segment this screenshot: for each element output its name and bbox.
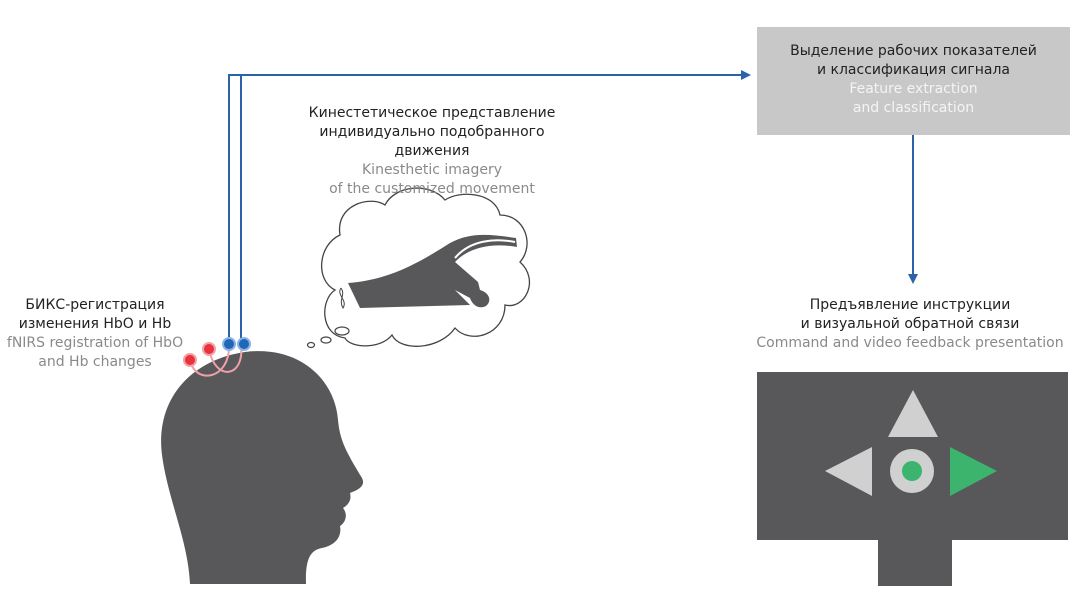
thought-dot-icon: [306, 341, 316, 349]
thought-dot-icon: [334, 326, 350, 336]
classification-label-en: Feature extraction: [849, 81, 978, 97]
fnirs-label-ru: изменения HbO и Hb: [18, 316, 172, 332]
finger-gap: [454, 239, 516, 259]
signal-cable: [228, 70, 751, 342]
hand-icon: [348, 234, 517, 308]
monitor-stand: [878, 540, 952, 586]
head-silhouette: [161, 351, 364, 584]
feedback-label: Предъявление инструкции и визуальной обр…: [740, 296, 1080, 353]
classification-label-en: and classification: [852, 100, 975, 116]
feedback-label-en: Command and video feedback presentation: [756, 335, 1064, 351]
classification-label-ru: Выделение рабочих показателей: [790, 43, 1037, 59]
imagery-label-ru: индивидуально подобранного движения: [319, 124, 545, 159]
imagery-label-ru: Кинестетическое представление: [308, 105, 556, 121]
fnirs-label-en: fNIRS registration of HbO: [6, 335, 184, 351]
fnirs-label-en: and Hb changes: [38, 354, 152, 370]
thought-dot-icon: [320, 336, 332, 344]
center-dot-icon: [902, 461, 922, 481]
hb-optode: [237, 337, 251, 351]
imagery-label-en: Kinesthetic imagery: [362, 162, 502, 178]
fnirs-label-ru: БИКС-регистрация: [25, 297, 165, 313]
fnirs-label: БИКС-регистрация изменения HbO и Hb fNIR…: [0, 296, 190, 372]
arrow-right-icon: [950, 447, 997, 496]
infinity-icon: [339, 287, 345, 309]
hb-optode: [222, 337, 236, 351]
imagery-label-en: of the customized movement: [329, 181, 535, 197]
feedback-label-ru: Предъявление инструкции: [809, 297, 1011, 313]
hbo-optode: [183, 353, 197, 367]
optode-wires: [189, 344, 243, 377]
classification-box: [757, 27, 1070, 135]
hbo-optode: [202, 342, 216, 356]
feedback-label-ru: и визуальной обратной связи: [800, 316, 1020, 332]
classification-label-ru: и классификация сигнала: [816, 62, 1011, 78]
classification-label: Выделение рабочих показателей и классифи…: [757, 42, 1070, 118]
arrow-up-icon: [888, 390, 938, 437]
imagery-label: Кинестетическое представление индивидуал…: [282, 104, 582, 199]
arrow-left-icon: [825, 447, 872, 496]
